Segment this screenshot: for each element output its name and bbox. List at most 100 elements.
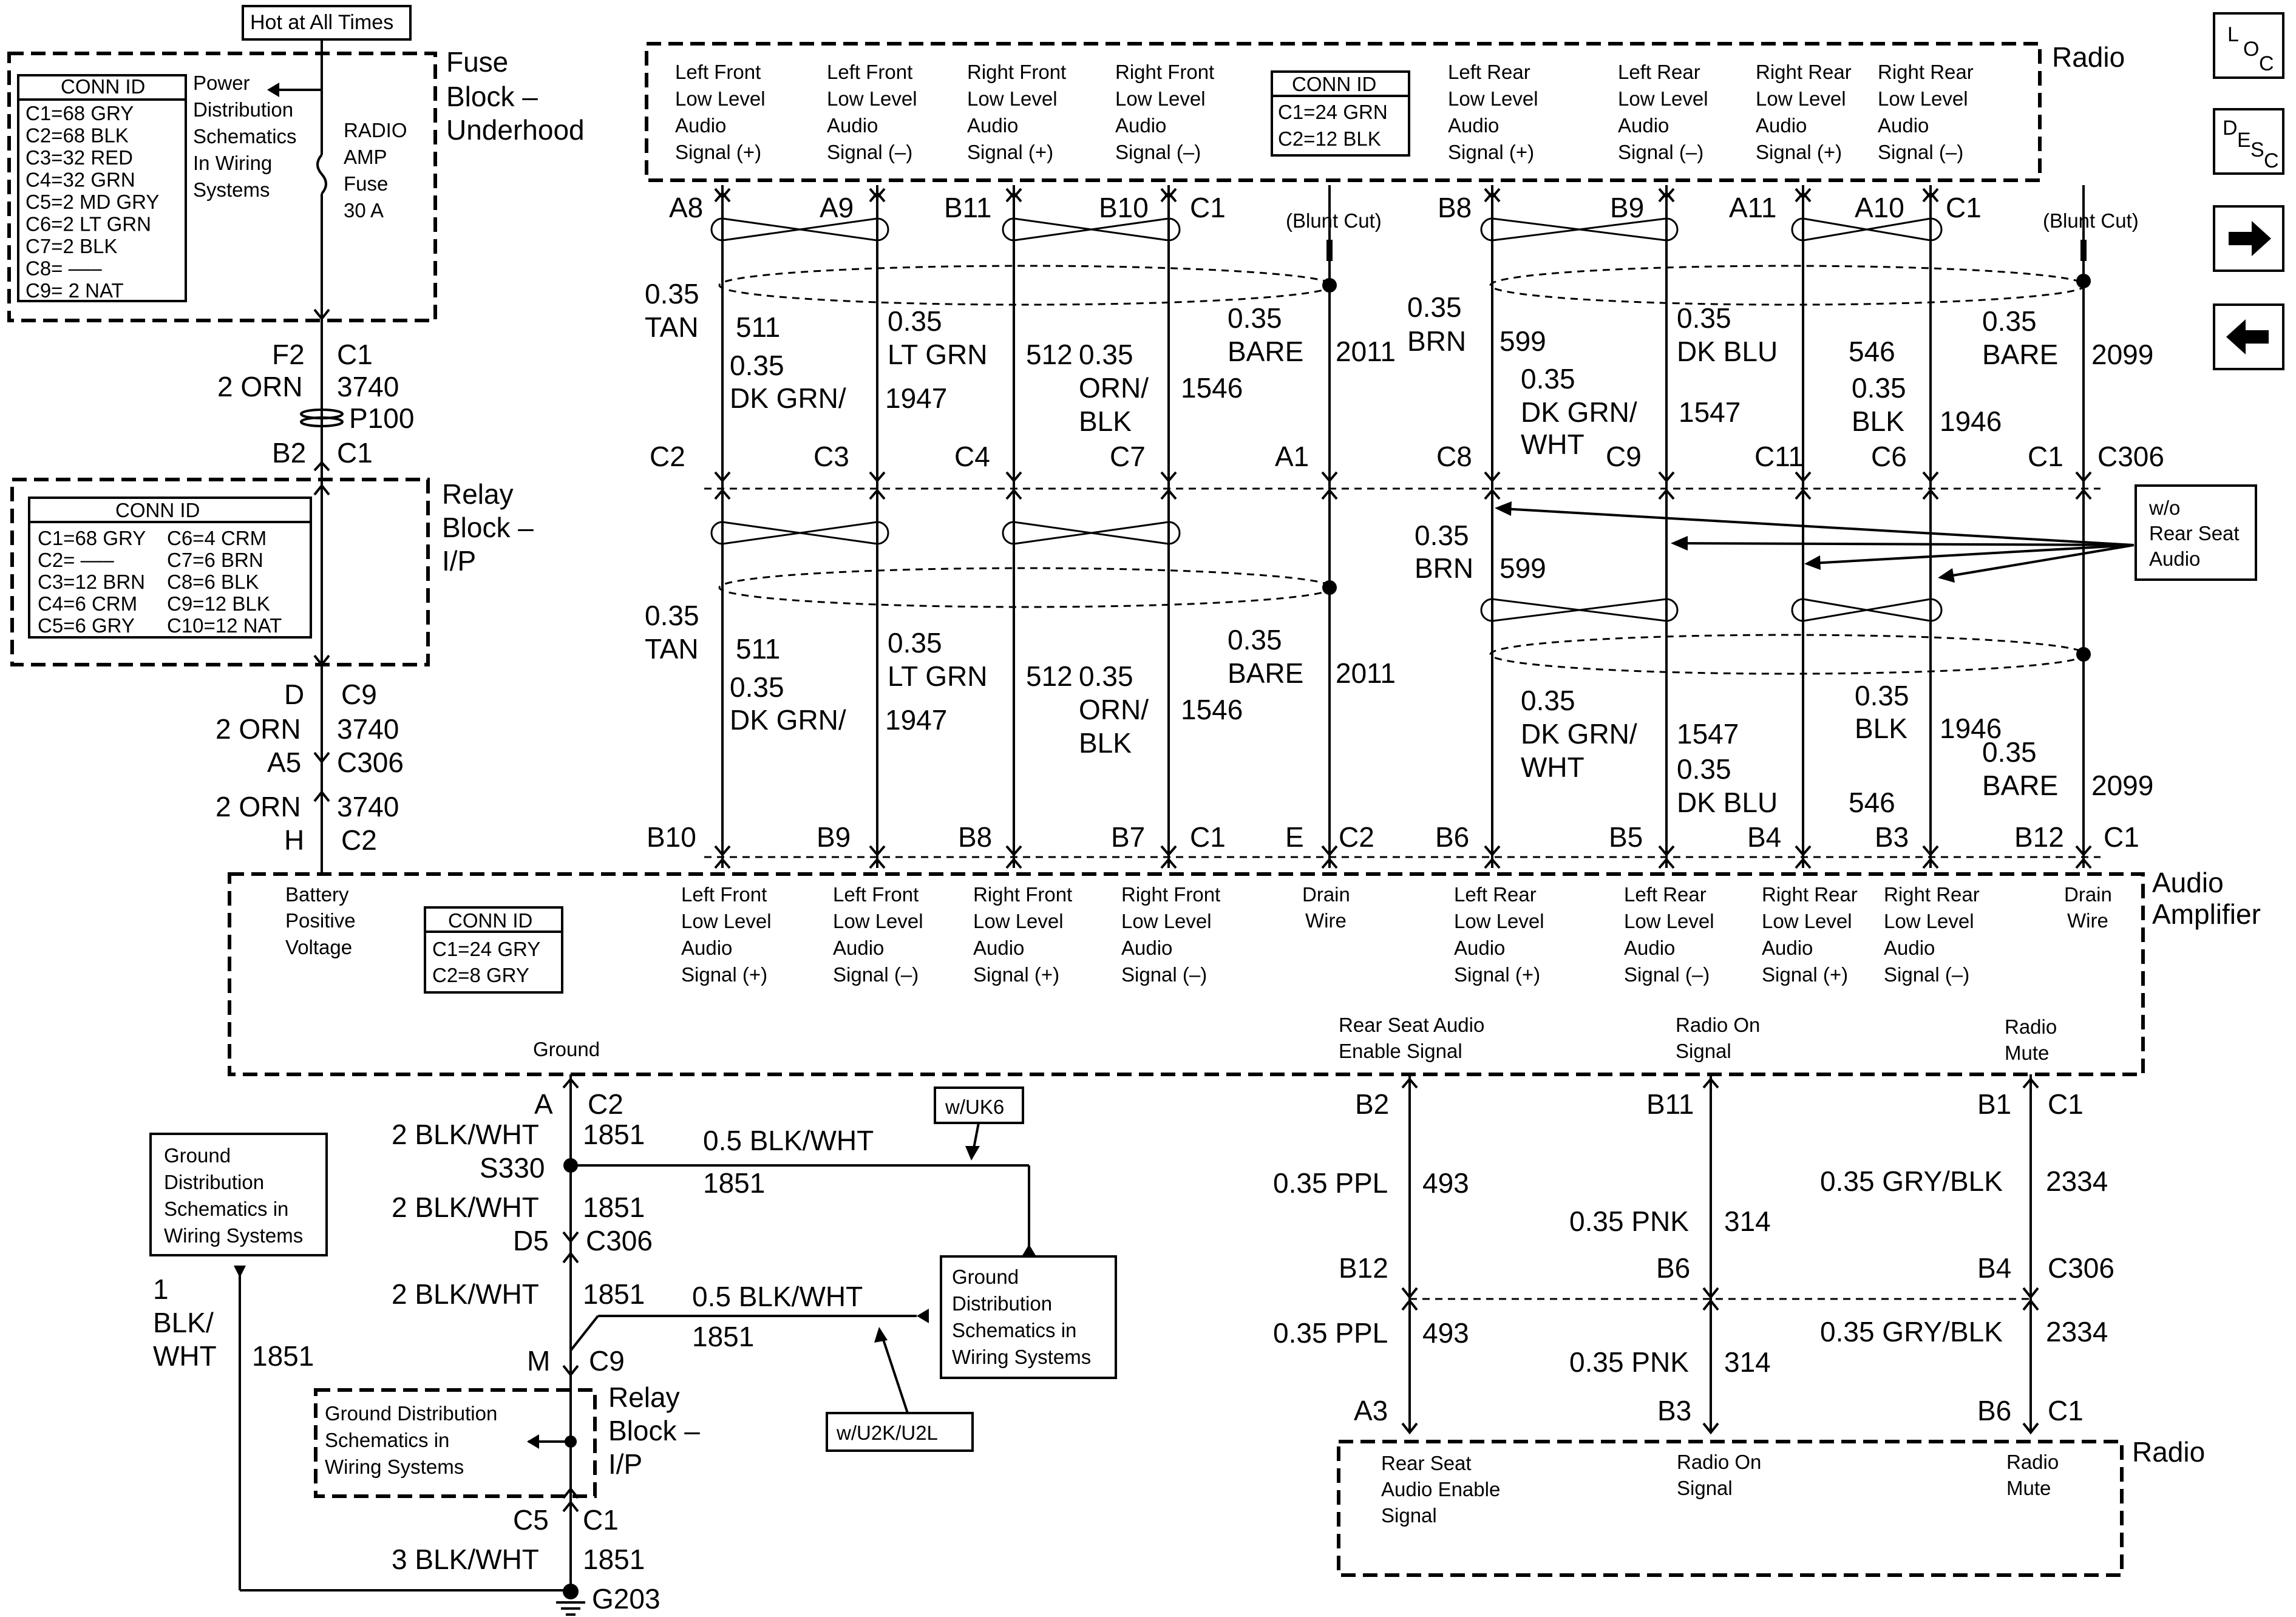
pin-b4-ctrl: B4 xyxy=(1977,1252,2011,1284)
circuit-3740-3: 3740 xyxy=(337,791,399,822)
twist-lr-upper-cap-l xyxy=(1480,217,1493,242)
amp-conn-c2: C2=8 GRY xyxy=(432,964,529,986)
drain-node-2 xyxy=(2076,274,2091,288)
pin-mid-C1: C1 xyxy=(2028,441,2063,472)
fuse-conn-id-item: C4=32 GRN xyxy=(25,169,135,191)
drain-node-3 xyxy=(1322,580,1337,595)
gnd-left-line: Ground xyxy=(164,1144,231,1167)
radio-signal-line: Signal (–) xyxy=(1878,141,1963,163)
amp-signal-line: Low Level xyxy=(681,910,772,932)
pin-mid-C2: C2 xyxy=(650,441,685,472)
desc-button[interactable]: D E S C xyxy=(2213,108,2284,175)
connector-arrow-up xyxy=(1484,488,1501,500)
next-button[interactable] xyxy=(2213,205,2284,272)
gnd-left-line: Schematics in xyxy=(164,1198,288,1220)
wires_upper-w1-gauge: 0.35 xyxy=(645,278,699,310)
connector-arrow-up xyxy=(1160,488,1177,500)
amp-signal-line: Signal (+) xyxy=(973,963,1059,986)
connector-arrow-up xyxy=(1658,488,1675,500)
connector-arrow-up xyxy=(714,857,731,869)
desc-letter-c: C xyxy=(2264,149,2279,172)
wires_upper-w1-color: TAN xyxy=(645,311,699,343)
wires_upper-w9-color: BLK xyxy=(1852,405,1904,437)
gnd-relay-line: Wiring Systems xyxy=(325,1456,464,1478)
amp-signal-line: Left Rear xyxy=(1624,883,1707,906)
radio-signal-line: Signal (+) xyxy=(1448,141,1534,163)
amp-signal-line: Signal (+) xyxy=(1762,963,1848,986)
pin-mid-C8: C8 xyxy=(1436,441,1472,472)
side-wire-circuit: 1851 xyxy=(252,1340,314,1372)
amp-signal-line: Right Front xyxy=(1121,883,1220,906)
amp-ground-label: Ground xyxy=(533,1038,600,1060)
wires_upper-w9-circuit: 1946 xyxy=(1940,405,2002,437)
pin-d: D xyxy=(284,679,304,710)
radio-signal-line: Audio xyxy=(1756,114,1807,137)
radio-signal-line: Low Level xyxy=(967,87,1058,110)
hot-at-all-times-box xyxy=(242,5,412,41)
relay-gnd-title-1: Relay xyxy=(608,1381,680,1413)
twist-rf-upper xyxy=(1013,217,1169,242)
relay-conn-right-item: C6=4 CRM xyxy=(167,527,267,549)
conn-c1-gnd: C1 xyxy=(583,1504,619,1536)
wires_lower-w8-circuit: 546 xyxy=(1849,787,1895,818)
twist-rf-lower-cap-l xyxy=(1002,521,1014,545)
wires_upper-w2-color: DK GRN/ xyxy=(730,382,846,414)
wires_lower-w7-color: DK GRN/ xyxy=(1521,718,1637,750)
wire-color-orn-2: 2 ORN xyxy=(216,713,301,745)
prev-button[interactable] xyxy=(2213,303,2284,370)
wu2k-label: w/U2K/U2L xyxy=(836,1422,938,1444)
connector-arrow-down xyxy=(1005,845,1022,857)
wires_lower-w3-color: LT GRN xyxy=(888,660,987,692)
splice-s330: S330 xyxy=(480,1152,545,1184)
loc-letter-o: O xyxy=(2243,38,2260,61)
relay-conn-left-item: C5=6 GRY xyxy=(38,614,135,637)
connector-arrow-up xyxy=(2075,857,2092,869)
wires_lower-w8-color: DK BLU xyxy=(1677,787,1778,818)
connector-arrow-down xyxy=(1005,471,1022,483)
radio-signal-line: Low Level xyxy=(1756,87,1846,110)
amp-signal-line: Right Rear xyxy=(1884,883,1980,906)
loc-letter-l: L xyxy=(2227,23,2239,46)
wires_lower-w4-circuit: 1546 xyxy=(1181,694,1243,725)
gnd-left-line: Distribution xyxy=(164,1171,264,1193)
pin-top-C1: C1 xyxy=(1190,192,1226,223)
wires_lower-w4-gauge: 0.35 xyxy=(1079,660,1133,692)
pin-a5: A5 xyxy=(267,747,301,778)
twist-lf-upper xyxy=(722,217,878,242)
pin-bot-B7: B7 xyxy=(1111,821,1145,853)
wires_upper-w5-color: BARE xyxy=(1228,336,1303,367)
loc-button[interactable]: L O C xyxy=(2213,12,2284,79)
power-note-line: Power xyxy=(193,72,250,94)
pin-mid-C11: C11 xyxy=(1754,441,1804,472)
pin-b6-ctrl: B6 xyxy=(1656,1252,1690,1284)
pin-top-B9: B9 xyxy=(1610,192,1644,223)
wire-2-blkwht-3: 2 BLK/WHT xyxy=(392,1278,539,1310)
conn-c9-gnd: C9 xyxy=(589,1345,625,1377)
circuit-1851-b: 1851 xyxy=(703,1167,765,1199)
fuse-conn-id-item: C9= 2 NAT xyxy=(25,279,124,302)
wu2k-box xyxy=(826,1412,974,1452)
fuse-block-title-2: Block – xyxy=(446,81,538,112)
relay-gnd-outline xyxy=(314,1388,597,1498)
relay-conn-id-title: CONN ID xyxy=(115,499,200,521)
pin-a3-ctrl: A3 xyxy=(1354,1395,1388,1426)
wires_upper-w1-circuit: 511 xyxy=(736,311,780,343)
radio-signal-line: Right Front xyxy=(967,61,1066,83)
connector-arrow-up xyxy=(2075,488,2092,500)
amp-signal-line: Audio xyxy=(1884,937,1935,959)
wires_upper-w5-gauge: 0.35 xyxy=(1228,302,1282,334)
twist-rr-upper-cap-l xyxy=(1791,217,1804,242)
pin-b2: B2 xyxy=(272,437,306,469)
wires_lower-w4-color-2: BLK xyxy=(1079,727,1132,759)
control-signal-circuits: B2 B11 B1 C1 0.35 PPL 493 0.35 PNK 314 0… xyxy=(1273,1074,2205,1577)
wire-gryblk-1: 0.35 GRY/BLK xyxy=(1820,1165,2003,1197)
wires_upper-w2-gauge: 0.35 xyxy=(730,350,784,381)
relay-title-1: Relay xyxy=(442,478,514,510)
pin-b11-ctrl: B11 xyxy=(1646,1088,1694,1120)
